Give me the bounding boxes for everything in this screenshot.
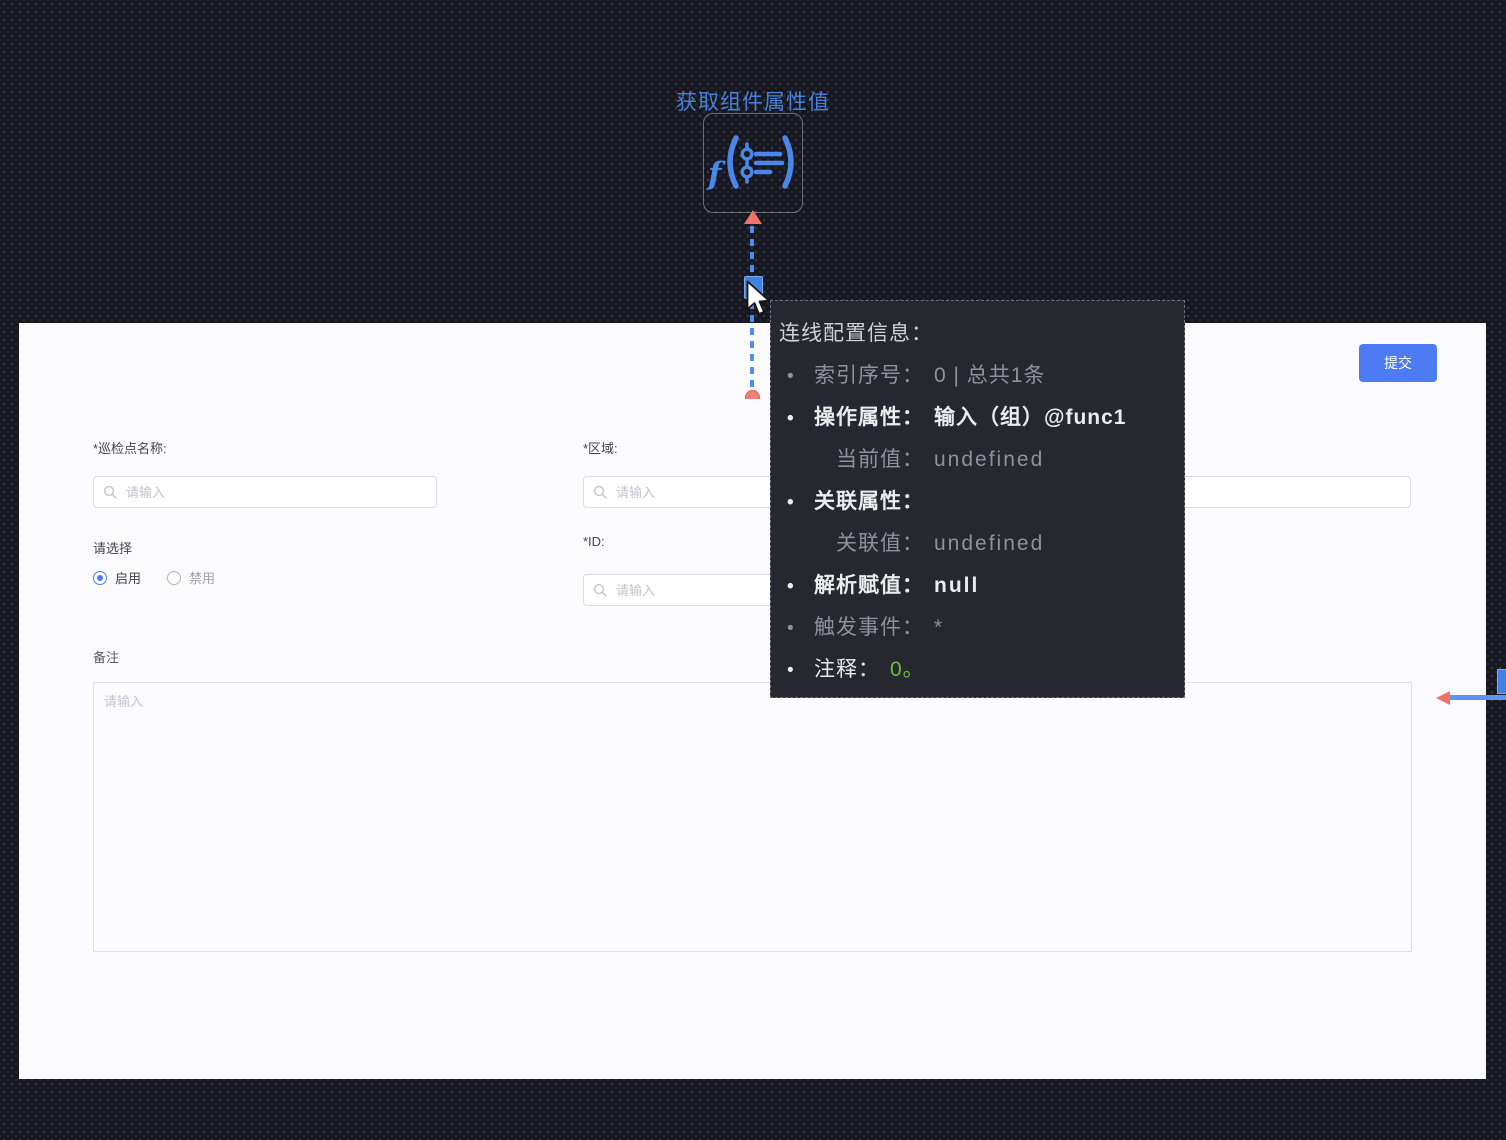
mouse-cursor-icon	[746, 280, 770, 315]
id-field-label: *ID:	[583, 534, 605, 549]
edge-endpoint-handle[interactable]	[1497, 669, 1506, 694]
function-params-icon: f	[706, 135, 794, 192]
name-input-wrap	[93, 476, 437, 508]
tooltip-row-related-value: 关联值： undefined	[836, 532, 1045, 555]
bullet-icon: •	[787, 576, 795, 597]
radio-disabled[interactable]: 禁用	[167, 568, 215, 587]
svg-text:f: f	[706, 156, 726, 192]
radio-enabled[interactable]: 启用	[93, 568, 141, 587]
tooltip-row-related-attr: • 关联属性：	[779, 481, 1176, 523]
tooltip-row-trigger-event: • 触发事件： *	[779, 607, 1176, 649]
tooltip-title: 连线配置信息：	[779, 322, 933, 345]
edge-dashed-line[interactable]	[750, 302, 754, 390]
search-icon	[593, 485, 607, 499]
bullet-icon: •	[787, 492, 795, 513]
tooltip-row-index: • 索引序号： 0 | 总共1条	[779, 355, 1176, 397]
radio-selected-icon	[93, 570, 107, 585]
tooltip-row-operation: • 操作属性： 输入（组）@func1	[779, 397, 1176, 439]
submit-button[interactable]: 提交	[1359, 344, 1437, 382]
status-group-label: 请选择	[93, 541, 133, 556]
form-panel: 提交 *巡检点名称: *区域: 请选择 启用 禁用	[19, 323, 1486, 1079]
name-field-label: *巡检点名称:	[93, 441, 167, 456]
bullet-icon: •	[787, 408, 795, 429]
area-field-label: *区域:	[583, 441, 618, 456]
radio-enabled-label: 启用	[115, 571, 142, 586]
edge-config-tooltip: 连线配置信息： • 索引序号： 0 | 总共1条 • 操作属性： 输入（组）@f…	[770, 300, 1185, 698]
edge-target-arrow-icon	[744, 210, 762, 224]
bullet-icon: •	[787, 618, 795, 639]
status-radio-group: 启用 禁用	[93, 568, 241, 587]
bullet-icon: •	[787, 366, 795, 387]
bullet-icon: •	[787, 660, 795, 681]
search-icon	[103, 485, 117, 499]
radio-disabled-label: 禁用	[189, 571, 216, 586]
tooltip-row-current-value: 当前值： undefined	[836, 448, 1045, 471]
node-title[interactable]: 获取组件属性值	[676, 91, 830, 114]
name-input[interactable]	[93, 476, 437, 508]
tooltip-row-parse-assign: • 解析赋值： null	[779, 565, 1176, 607]
edge-line-right[interactable]	[1449, 695, 1506, 700]
remark-textarea[interactable]	[93, 682, 1412, 952]
search-icon	[593, 583, 607, 597]
tooltip-row-comment: • 注释： 0。	[779, 649, 1176, 691]
edge-left-arrow-icon	[1436, 691, 1450, 705]
edge-source-cap-icon	[745, 390, 760, 399]
function-node[interactable]: f	[703, 113, 803, 213]
radio-unselected-icon	[167, 570, 182, 585]
edge-dashed-line[interactable]	[750, 226, 754, 276]
remark-field-label: 备注	[93, 650, 120, 665]
